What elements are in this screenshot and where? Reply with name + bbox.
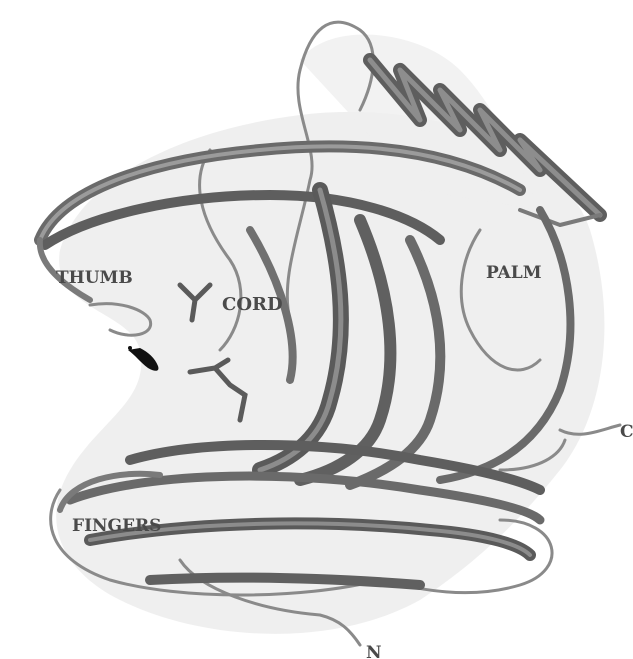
label-thumb: THUMB <box>56 268 133 288</box>
label-n-terminus: N <box>366 643 382 659</box>
label-cord: CORD <box>222 294 283 315</box>
label-fingers: FINGERS <box>72 516 161 536</box>
label-c-terminus: C <box>620 422 633 442</box>
ligand-atom <box>128 346 132 350</box>
label-palm: PALM <box>486 263 542 283</box>
